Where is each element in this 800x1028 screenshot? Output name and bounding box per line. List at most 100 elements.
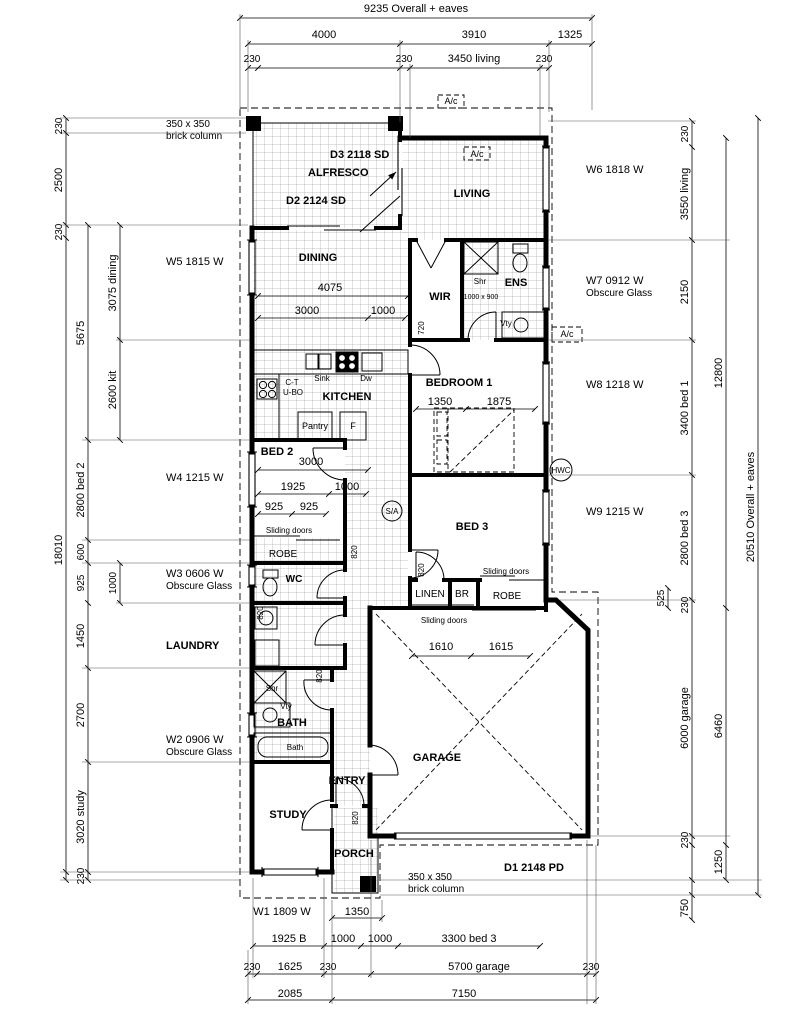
note-sliding-doors: Sliding doors: [421, 616, 467, 625]
room-label-wir: WIR: [429, 291, 450, 303]
door-width-label: 820: [256, 606, 265, 620]
dim-label: 1000: [368, 933, 392, 945]
eaves-outline: [239, 107, 599, 899]
room-label-bed2: BED 2: [261, 446, 293, 458]
sliding-doors: [254, 140, 572, 840]
brick-column: [360, 876, 376, 892]
dim-label: 3000: [299, 456, 323, 468]
window-label-w7: W7 0912 W: [586, 275, 644, 287]
room-label-bedroom1: BEDROOM 1: [426, 377, 493, 389]
door-label-d3: D3 2118 SD: [330, 149, 389, 161]
dim-label: 1000: [335, 481, 359, 493]
dim-label: 3910: [462, 29, 486, 41]
room-label-dining: DINING: [299, 252, 338, 264]
brick-columns: [246, 116, 403, 894]
room-label-entry: ENTRY: [329, 775, 367, 787]
fixture-label: Sink: [314, 374, 331, 383]
ac-unit: [437, 94, 465, 109]
room-label-bath: BATH: [277, 717, 307, 729]
dim-label: 3450 living: [448, 53, 501, 65]
fixture-label: Bath: [287, 743, 303, 752]
fixtures: [252, 171, 583, 831]
dim-label: 1875: [487, 396, 511, 408]
dim-label: 2085: [278, 988, 302, 1000]
sliding-door-d2: [287, 225, 376, 231]
dim-label: 5700 garage: [448, 961, 510, 973]
dim-label: 230: [536, 54, 553, 65]
smoke-alarm-symbol: [381, 500, 403, 522]
dim-label: 6000 garage: [679, 687, 691, 749]
windows: [247, 145, 550, 877]
dim-label: 925: [76, 574, 87, 591]
fixture-note: 1000 x 900: [464, 294, 499, 301]
fixture-label: C-T: [285, 378, 298, 387]
window-label-w6: W6 1818 W: [586, 164, 644, 176]
fixture-label: Vty: [280, 702, 292, 711]
dimension-lines: [60, 14, 762, 1004]
window-label-w8: W8 1218 W: [586, 379, 644, 391]
robe-floor: [253, 538, 345, 563]
dim-label: 230: [680, 596, 691, 613]
note-obscure-glass: Obscure Glass: [166, 747, 232, 758]
laundry-fixtures: [254, 606, 280, 667]
living-floor: [402, 140, 544, 240]
hot-water-cylinder-symbol: [549, 458, 573, 482]
room-label-study: STUDY: [269, 809, 307, 821]
dim-label: 1610: [429, 641, 453, 653]
bath-fixtures: [253, 670, 333, 762]
alfresco-floor: [253, 123, 400, 228]
note-sliding-doors: Sliding doors: [483, 567, 529, 576]
window-w5: [247, 239, 257, 296]
dim-label: 1625: [278, 961, 302, 973]
dim-label: 3300 bed 3: [441, 933, 496, 945]
dim-label: 3400 bed 1: [679, 380, 691, 435]
bed1-furniture: [433, 407, 515, 473]
ens-floor: [464, 240, 544, 340]
window-w7: [542, 265, 550, 311]
symbol-label-hwc: HWC: [551, 466, 570, 475]
door-width-label: 820: [417, 563, 426, 577]
dim-label: 525: [656, 589, 667, 606]
window-w9: [542, 489, 550, 546]
dim-label: 18010: [53, 535, 65, 566]
dim-overall-height: 20510 Overall + eaves: [745, 451, 757, 562]
window-w2: [247, 712, 257, 738]
dim-label: 1450: [75, 624, 87, 648]
ac-label: A/c: [560, 329, 574, 339]
dim-label: 1615: [489, 641, 513, 653]
ensuite-fixtures: [463, 241, 545, 339]
fixture-label: Shr: [266, 684, 279, 693]
dim-label: 3075 dining: [107, 255, 119, 312]
window-label-w4: W4 1215 W: [166, 472, 224, 484]
symbol-label-sa: S/A: [386, 507, 400, 516]
hall-floor: [345, 440, 408, 608]
window-w8: [542, 361, 550, 425]
dim-label: 230: [583, 962, 600, 973]
slide-direction-arrow: [369, 171, 397, 197]
room-label-laundry: LAUNDRY: [166, 640, 220, 652]
brick-column-note: 350 x 350: [166, 119, 210, 130]
dim-label: 1000: [371, 305, 395, 317]
dim-label: 230: [244, 54, 261, 65]
room-label-robe-bed2: ROBE: [269, 549, 298, 560]
door-width-label: 820: [315, 669, 324, 683]
tiled-floors: [253, 123, 544, 893]
sliding-door-robe-bed3: [480, 575, 544, 581]
brick-column-note: brick column: [408, 884, 464, 895]
dim-label: 230: [320, 962, 337, 973]
window-label-w5: W5 1815 W: [166, 256, 224, 268]
door-width-label: 820: [351, 811, 360, 825]
door-label-d2: D2 2124 SD: [286, 195, 346, 207]
window-w6: [542, 145, 550, 213]
dim-label: 3000: [295, 305, 319, 317]
garage-roof-lines: [375, 613, 583, 831]
alfresco-roof-line: [359, 195, 401, 233]
dim-label: 1350: [345, 906, 369, 918]
dim-label: 925: [300, 501, 318, 513]
room-label-br: BR: [455, 589, 469, 600]
fixture-label: Shr: [474, 277, 487, 286]
room-label-bed3: BED 3: [456, 521, 488, 533]
dim-label: 2150: [679, 280, 691, 304]
